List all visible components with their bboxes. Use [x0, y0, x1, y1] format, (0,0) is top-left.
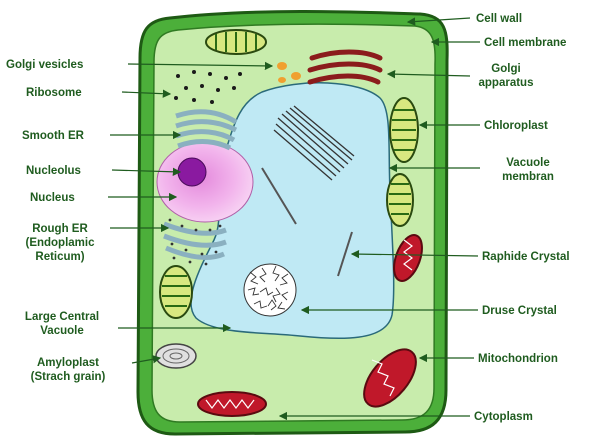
label-raphide-crystal: Raphide Crystal: [482, 251, 570, 263]
label-chloroplast: Chloroplast: [484, 120, 548, 132]
label-nucleolus: Nucleolus: [26, 165, 81, 177]
chloroplast-top: [206, 30, 266, 54]
label-nucleus: Nucleus: [30, 192, 75, 204]
label-golgi-vesicles: Golgi vesicles: [6, 59, 83, 71]
label-large-central-vacuole-line2: Vacuole: [40, 325, 83, 337]
amyloplast: [156, 344, 196, 368]
chloroplast-right-1: [390, 98, 418, 162]
label-vacuole-membrane-line1: Vacuole: [506, 157, 549, 169]
label-vacuole-membrane-line2: membran: [502, 171, 554, 183]
label-mitochondrion: Mitochondrion: [478, 353, 558, 365]
label-golgi-apparatus-line2: apparatus: [479, 77, 534, 89]
mitochondrion-bottom: [198, 392, 266, 416]
label-amyloplast-line1: Amyloplast: [37, 357, 99, 369]
label-smooth-er: Smooth ER: [22, 130, 85, 142]
label-ribosome: Ribosome: [26, 87, 82, 99]
label-large-central-vacuole-line1: Large Central: [25, 311, 99, 323]
label-cell-membrane: Cell membrane: [484, 37, 566, 49]
label-golgi-apparatus-line1: Golgi: [491, 63, 520, 75]
nucleus: [157, 142, 253, 222]
label-druse-crystal: Druse Crystal: [482, 305, 557, 317]
label-rough-er-line1: Rough ER: [32, 223, 88, 235]
chloroplast-right-2: [387, 174, 413, 226]
label-cytoplasm: Cytoplasm: [474, 411, 533, 423]
label-rough-er-line2: (Endoplamic: [25, 237, 95, 249]
druse-crystal: [244, 264, 296, 316]
label-rough-er-line3: Reticum): [35, 251, 84, 263]
nucleolus: [178, 158, 206, 186]
label-cell-wall: Cell wall: [476, 13, 522, 25]
chloroplast-left: [160, 266, 192, 318]
label-amyloplast-line2: (Strach grain): [31, 371, 106, 383]
